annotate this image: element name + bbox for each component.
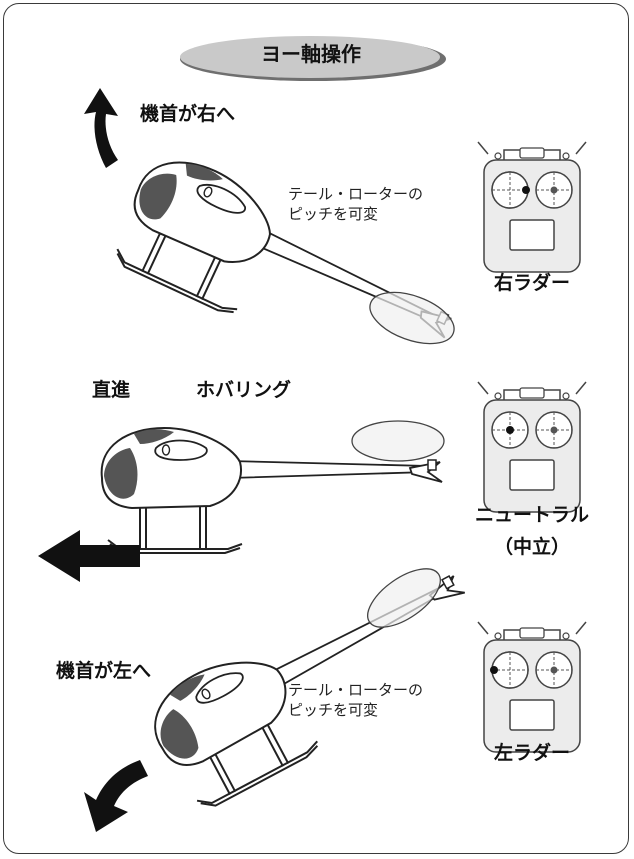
left-rudder-label: 左ラダー xyxy=(493,742,570,764)
stick-dot xyxy=(522,186,530,194)
turn-right-arrow xyxy=(84,88,118,168)
tail-rotor-note: テール・ローターの ピッチを可変 xyxy=(288,680,423,720)
straight-label: 直進 xyxy=(92,379,131,401)
note-line: ピッチを可変 xyxy=(288,205,379,223)
tail-rotor-disk xyxy=(367,568,441,628)
nose-right-label: 機首が右へ xyxy=(140,103,236,125)
note-line: テール・ローターの xyxy=(288,681,424,699)
stick-dot xyxy=(506,426,514,434)
neutral-sub-label: （中立） xyxy=(493,536,570,558)
page-title: ヨー軸操作 xyxy=(261,42,361,66)
note-line: ピッチを可変 xyxy=(288,701,379,719)
hover-label: ホバリング xyxy=(196,379,292,401)
transmitter-right-rudder xyxy=(477,141,587,273)
tail-rotor-disk xyxy=(369,291,455,345)
tail-rotor-disk xyxy=(351,420,445,462)
transmitter-neutral xyxy=(477,381,587,513)
neutral-label: ニュートラル xyxy=(474,504,589,526)
nose-left-label: 機首が左へ xyxy=(56,660,152,682)
tail-rotor-note: テール・ローターの ピッチを可変 xyxy=(288,184,423,224)
stick-dot xyxy=(490,666,498,674)
right-rudder-label: 右ラダー xyxy=(493,272,570,294)
turn-left-arrow xyxy=(84,760,148,832)
note-line: テール・ローターの xyxy=(288,185,424,203)
forward-arrow xyxy=(38,530,140,582)
transmitter-left-rudder xyxy=(477,621,587,753)
title-pill xyxy=(180,36,440,78)
